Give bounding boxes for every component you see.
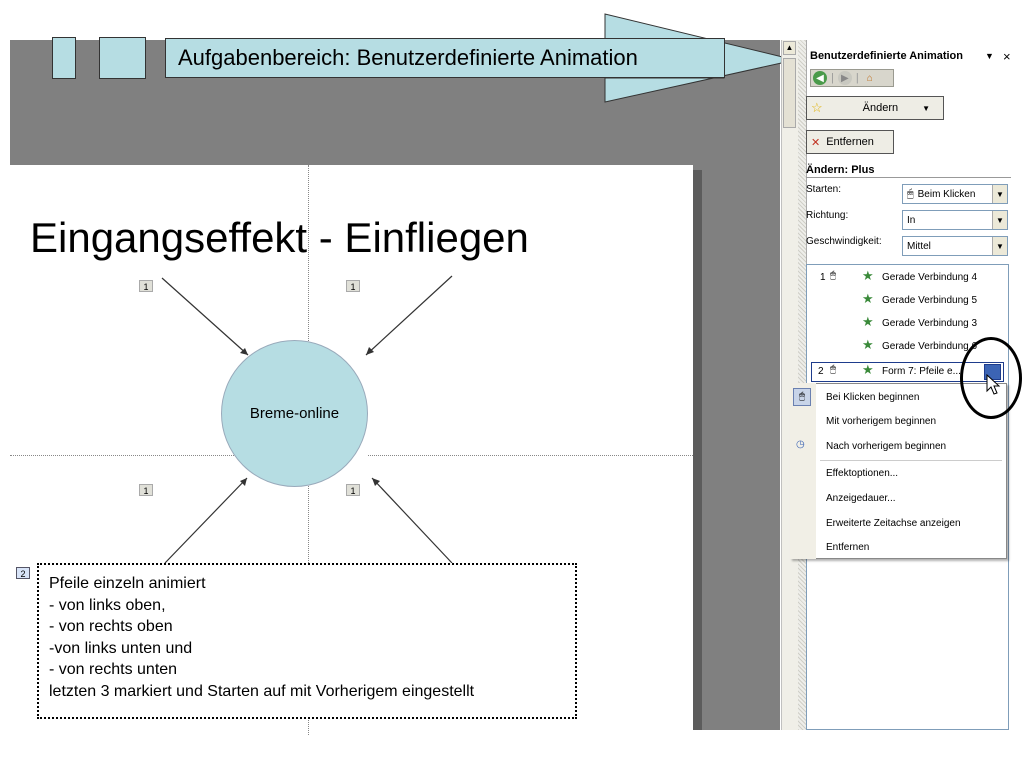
remove-icon: ✕ [811, 136, 821, 149]
change-effect-button[interactable]: ☆ Ändern ▼ [806, 96, 944, 120]
menu-separator [820, 460, 1002, 461]
menu-item-start-with-previous[interactable]: Mit vorherigem beginnen [826, 416, 937, 427]
mouse-icon: 🖱 [830, 270, 836, 281]
nav-separator: | [855, 72, 859, 84]
context-menu [790, 383, 1007, 559]
menu-item-remove[interactable]: Entfernen [826, 542, 870, 553]
scroll-thumb[interactable] [783, 58, 796, 128]
scroll-up-arrow-icon[interactable]: ▲ [783, 41, 796, 55]
section-divider [806, 177, 1011, 178]
list-item[interactable]: Gerade Verbindung 6 [882, 341, 978, 352]
callout-banner: Aufgabenbereich: Benutzerdefinierte Anim… [165, 38, 725, 78]
textbox-order-tag[interactable]: 2 [16, 567, 30, 579]
start-select[interactable]: 🖱Beim Klicken ▼ [902, 184, 1008, 204]
mouse-icon: 🖱 [907, 187, 914, 200]
speed-label: Geschwindigkeit: [806, 236, 882, 247]
speed-select[interactable]: Mittel ▼ [902, 236, 1008, 256]
arrow-top-left [161, 277, 249, 356]
effect-star-icon: ★ [862, 314, 874, 329]
chevron-down-icon: ▼ [922, 103, 931, 113]
arrow-top-right [365, 275, 453, 356]
effect-star-icon: ★ [862, 268, 874, 283]
textbox-line: - von rechts oben [49, 618, 173, 635]
list-item-number: 1 [820, 272, 826, 283]
forward-arrow-icon[interactable]: ▶ [837, 71, 852, 85]
effect-star-icon: ★ [862, 291, 874, 306]
menu-item-timing[interactable]: Anzeigedauer... [826, 493, 896, 504]
speed-value: Mittel [907, 240, 931, 252]
chevron-down-icon[interactable]: ▼ [992, 185, 1007, 203]
highlight-circle [960, 337, 1022, 419]
arrow-bottom-right [371, 477, 453, 564]
list-item[interactable]: Gerade Verbindung 3 [882, 318, 978, 329]
textbox-line: Pfeile einzeln animiert [49, 575, 206, 592]
arrow-bottom-left [164, 477, 248, 564]
star-icon: ☆ [811, 100, 823, 115]
change-effect-label: Ändern [862, 102, 899, 114]
context-menu-icon-strip [790, 383, 816, 559]
mouse-pointer-icon [986, 374, 1001, 395]
menu-item-effect-options[interactable]: Effektoptionen... [826, 468, 899, 479]
circle-shape[interactable]: Breme-online [221, 340, 368, 487]
circle-label: Breme-online [249, 405, 340, 422]
start-value: Beim Klicken [917, 188, 976, 200]
animation-order-tag[interactable]: 1 [139, 280, 153, 292]
task-pane-close-button[interactable]: × [1003, 49, 1011, 64]
remove-effect-button[interactable]: ✕ Entfernen [806, 130, 894, 154]
list-item-number: 2 [818, 366, 824, 377]
menu-item-start-on-click[interactable]: Bei Klicken beginnen [826, 392, 920, 403]
menu-item-show-advanced-timeline[interactable]: Erweiterte Zeitachse anzeigen [826, 518, 961, 529]
direction-label: Richtung: [806, 210, 849, 221]
slide-shadow [693, 170, 702, 730]
list-item[interactable]: Gerade Verbindung 5 [882, 295, 978, 306]
slide-title[interactable]: Eingangseffekt - Einfliegen [30, 214, 529, 261]
task-pane-menu-button[interactable]: ▼ [985, 51, 994, 61]
textbox-line: -von links unten und [49, 639, 193, 657]
animation-order-tag[interactable]: 1 [139, 484, 153, 496]
animation-order-tag[interactable]: 1 [346, 280, 360, 292]
animation-order-tag[interactable]: 1 [346, 484, 360, 496]
horizontal-guide-left[interactable] [10, 455, 340, 456]
nav-separator: | [831, 72, 834, 84]
callout-square-2 [99, 37, 146, 79]
direction-select[interactable]: In ▼ [902, 210, 1008, 230]
mouse-icon: 🖱 [830, 364, 836, 375]
callout-square-1 [52, 37, 76, 79]
slide-textbox[interactable]: Pfeile einzeln animiert - von links oben… [37, 563, 577, 719]
home-icon[interactable]: ⌂ [866, 72, 873, 84]
chevron-down-icon[interactable]: ▼ [992, 237, 1007, 255]
clock-icon: ◷ [796, 439, 805, 450]
direction-value: In [907, 214, 916, 226]
back-arrow-icon[interactable]: ◀ [813, 71, 827, 85]
selected-list-item-label: Form 7: Pfeile e... [882, 366, 961, 377]
horizontal-guide-right[interactable] [368, 455, 693, 456]
task-pane-nav: ◀ | ▶ | ⌂ [810, 69, 894, 87]
section-label: Ändern: Plus [806, 164, 875, 176]
textbox-line: - von rechts unten [49, 661, 178, 678]
textbox-line: - von links oben, [49, 596, 166, 614]
start-label: Starten: [806, 184, 842, 195]
remove-effect-label: Entfernen [826, 136, 874, 148]
list-item[interactable]: Gerade Verbindung 4 [882, 272, 978, 283]
chevron-down-icon[interactable]: ▼ [992, 211, 1007, 229]
menu-item-start-after-previous[interactable]: Nach vorherigem beginnen [826, 441, 947, 452]
task-pane-title: Benutzerdefinierte Animation [810, 50, 963, 62]
effect-star-icon: ★ [862, 337, 874, 352]
effect-star-icon: ★ [862, 362, 874, 377]
mouse-icon: 🖱 [793, 388, 811, 406]
textbox-line: letzten 3 markiert und Starten auf mit V… [49, 682, 475, 700]
